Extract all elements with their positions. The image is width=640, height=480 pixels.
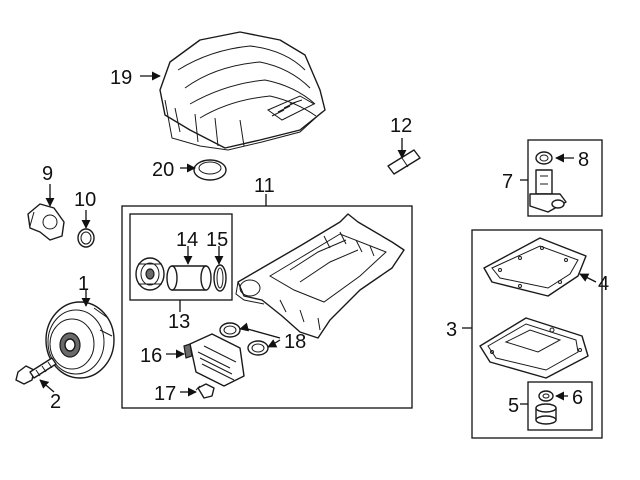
callout-17: 17 (154, 383, 176, 405)
bolt-2 (15, 357, 57, 385)
pan-gasket-4 (483, 237, 587, 297)
callout-6: 6 (572, 387, 583, 409)
callout-3: 3 (446, 319, 457, 341)
oil-filter-element (166, 265, 212, 291)
frame-3 (471, 229, 603, 439)
leader-lines (39, 71, 597, 405)
callout-20: 20 (152, 159, 174, 181)
callout-19: 19 (110, 67, 132, 89)
callout-14: 14 (176, 229, 198, 251)
frame-13 (129, 213, 233, 301)
o-ring-8 (535, 151, 553, 165)
callout-10: 10 (74, 189, 96, 211)
drain-plug-5 (535, 403, 557, 425)
callout-12: 12 (390, 115, 412, 137)
washer-6 (538, 390, 554, 402)
callout-18: 18 (284, 331, 306, 353)
callout-labels: 19 20 12 9 10 1 2 11 14 15 13 18 16 17 8… (42, 67, 609, 417)
callout-11: 11 (254, 175, 275, 197)
intake-manifold (159, 31, 326, 151)
callout-8: 8 (578, 149, 589, 171)
frame-7 (527, 139, 603, 217)
frame-11 (121, 205, 413, 409)
filter-cap (135, 257, 165, 291)
crankshaft-pulley (45, 301, 115, 379)
drain-plug (195, 383, 215, 399)
sensor-12 (387, 149, 421, 175)
callout-16: 16 (140, 345, 162, 367)
callout-7: 7 (502, 171, 513, 193)
callout-2: 2 (50, 391, 61, 413)
o-rings-18 (219, 322, 269, 356)
oil-cooler (183, 333, 245, 387)
thermostat-housing (27, 203, 65, 241)
callout-9: 9 (42, 163, 53, 185)
callout-4: 4 (598, 273, 609, 295)
lower-oil-pan (479, 317, 589, 379)
gasket-20 (193, 159, 227, 181)
callout-1: 1 (78, 273, 89, 295)
o-ring-10 (77, 228, 95, 248)
filter-seal (213, 264, 227, 292)
callout-13: 13 (168, 311, 190, 333)
upper-oil-pan (235, 213, 405, 339)
oil-level-sensor (529, 169, 567, 213)
callout-15: 15 (206, 229, 228, 251)
frame-5 (527, 381, 593, 431)
callout-5: 5 (508, 395, 519, 417)
